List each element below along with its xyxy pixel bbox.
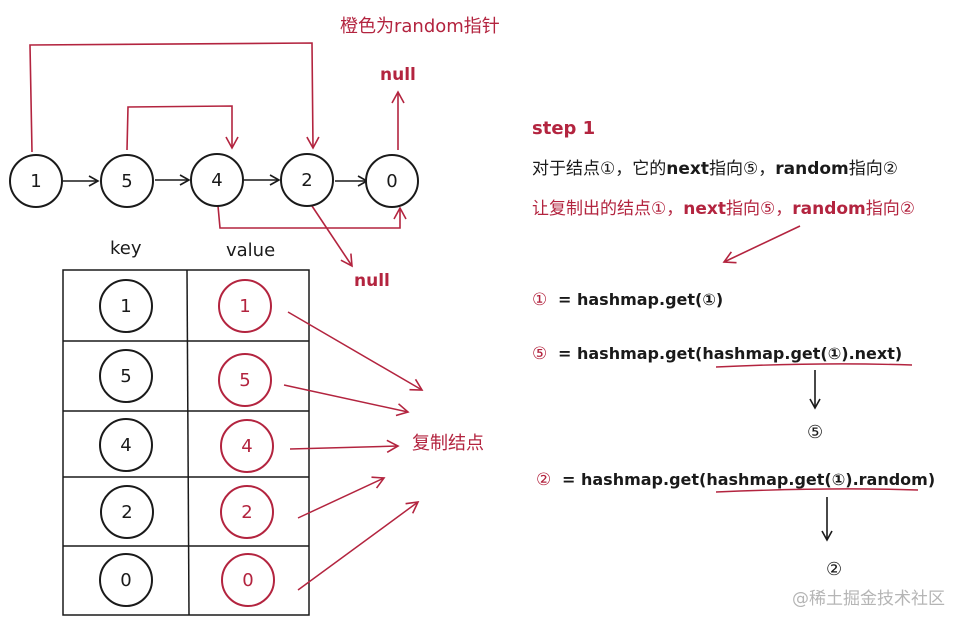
line2-random: random — [792, 199, 866, 219]
eq2-lhs: ⑤ — [532, 344, 547, 364]
step-title: step 1 — [532, 118, 595, 139]
random-pointer-legend: 橙色为random指针 — [340, 16, 500, 37]
explain-line-2: 让复制出的结点①，next指向⑤，random指向② — [532, 199, 915, 219]
line1-random: random — [775, 159, 849, 179]
null-label-top: null — [380, 65, 416, 85]
key-node-2: 2 — [100, 485, 154, 539]
key-node-label: 2 — [121, 502, 132, 523]
watermark: @稀土掘金技术社区 — [792, 589, 945, 609]
random-pointer-2-to-null — [311, 205, 353, 268]
eq3-rhs: = hashmap.get(hashmap.get(①).random) — [562, 470, 935, 489]
line2-prefix: 让复制出的结点①， — [532, 199, 683, 219]
value-node-1: 1 — [218, 279, 272, 333]
key-node-label: 4 — [120, 435, 131, 456]
key-node-1: 1 — [99, 279, 153, 333]
eq3-lhs: ② — [536, 470, 551, 490]
random-pointer-4-to-0 — [217, 205, 407, 229]
list-node-5: 5 — [100, 154, 154, 208]
copy-arrows — [283, 311, 424, 591]
explain-line-1: 对于结点①，它的next指向⑤，random指向② — [532, 159, 898, 179]
key-node-label: 5 — [120, 366, 131, 387]
copy-node-label: 复制结点 — [412, 433, 484, 454]
list-node-4: 4 — [190, 153, 244, 207]
list-node-label: 4 — [211, 170, 222, 191]
value-node-5: 5 — [218, 353, 272, 407]
key-node-5: 5 — [99, 349, 153, 403]
random-pointer-5-to-4 — [126, 105, 239, 151]
value-node-0: 0 — [221, 553, 275, 607]
list-node-0: 0 — [365, 154, 419, 208]
value-node-label: 1 — [239, 296, 250, 317]
value-node-2: 2 — [220, 485, 274, 539]
line1-prefix: 对于结点①，它的 — [532, 159, 666, 179]
key-node-4: 4 — [99, 418, 153, 472]
null-label-bottom: null — [354, 271, 390, 291]
key-node-label: 0 — [120, 570, 131, 591]
line2-mid: 指向⑤， — [726, 199, 792, 219]
line1-suffix: 指向② — [849, 159, 898, 179]
list-node-label: 1 — [30, 171, 41, 192]
line2-suffix: 指向② — [866, 199, 915, 219]
line2-next: next — [683, 199, 726, 219]
key-header: key — [110, 238, 142, 259]
value-node-label: 0 — [242, 570, 253, 591]
list-node-label: 2 — [301, 170, 312, 191]
line1-mid: 指向⑤， — [709, 159, 775, 179]
list-node-2: 2 — [280, 153, 334, 207]
eq1-lhs: ① — [532, 290, 547, 310]
line1-next: next — [666, 159, 709, 179]
eq2-result: ⑤ — [807, 422, 823, 443]
eq2-rhs: = hashmap.get(hashmap.get(①).next) — [558, 344, 902, 363]
eq1-rhs: = hashmap.get(①) — [558, 290, 723, 309]
value-node-label: 4 — [241, 436, 252, 457]
eq3-result: ② — [826, 559, 842, 580]
value-node-label: 5 — [239, 370, 250, 391]
value-node-4: 4 — [220, 419, 274, 473]
key-node-label: 1 — [120, 296, 131, 317]
list-node-1: 1 — [9, 154, 63, 208]
value-node-label: 2 — [241, 502, 252, 523]
eq3-underline — [715, 488, 919, 493]
hashmap-table — [62, 269, 310, 616]
list-node-label: 5 — [121, 171, 132, 192]
explain-pointer-arrow — [722, 225, 801, 264]
list-node-label: 0 — [386, 171, 397, 192]
random-pointer-1-to-2 — [29, 42, 320, 153]
value-header: value — [226, 240, 275, 261]
key-node-0: 0 — [99, 553, 153, 607]
eq2-underline — [715, 363, 913, 368]
